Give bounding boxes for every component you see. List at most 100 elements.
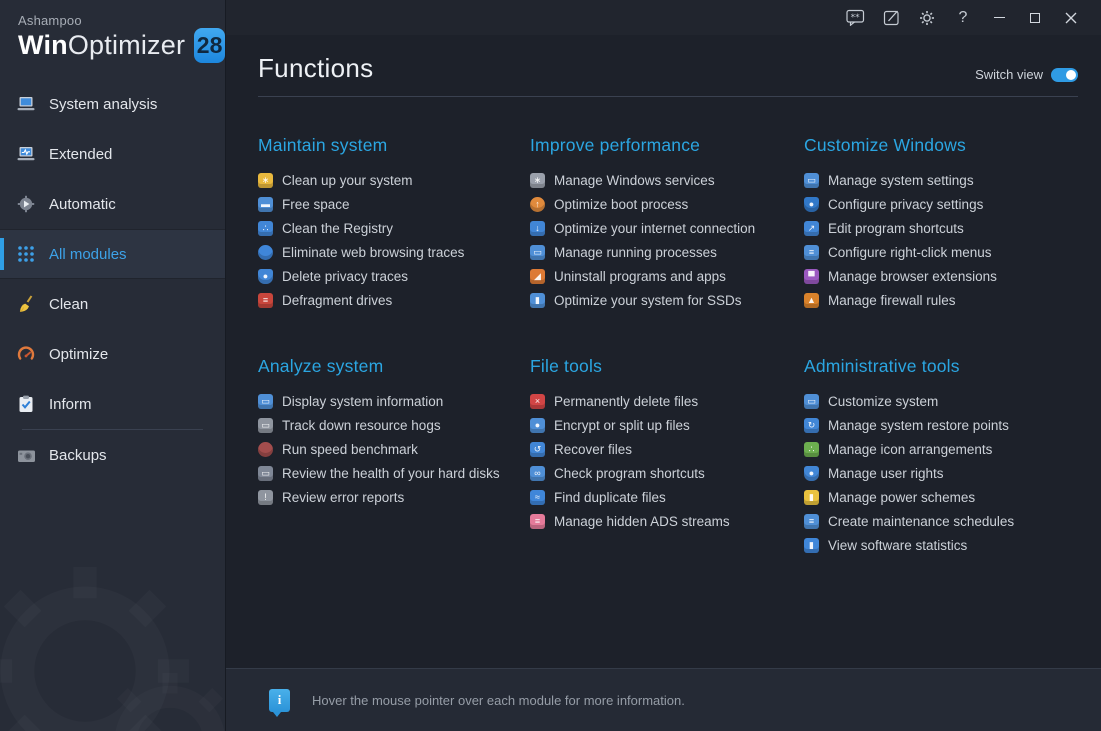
sidebar-item-label: System analysis — [49, 95, 158, 113]
module-label: Clean up your system — [282, 172, 413, 188]
module-label: Recover files — [554, 441, 633, 457]
module-manage-browser-extensions[interactable]: ▀Manage browser extensions — [804, 264, 1078, 288]
module-label: Manage power schemes — [828, 489, 976, 505]
power-battery-icon: ▮ — [804, 489, 819, 505]
close-button[interactable] — [1053, 4, 1089, 32]
feedback-icon[interactable]: ** — [837, 4, 873, 32]
ssd-icon: ▮ — [530, 292, 545, 308]
context-menu-icon: ≡ — [804, 244, 819, 260]
module-manage-power-schemes[interactable]: ▮ Manage power schemes — [804, 485, 1078, 509]
module-review-the-health-of-your-hard-disks[interactable]: ▭Review the health of your hard disks — [258, 461, 530, 485]
module-configure-privacy-settings[interactable]: ● Configure privacy settings — [804, 192, 1078, 216]
module-run-speed-benchmark[interactable]: Run speed benchmark — [258, 437, 530, 461]
sidebar-item-optimize[interactable]: Optimize — [0, 329, 225, 379]
module-optimize-your-system-for-ssds[interactable]: ▮ Optimize your system for SSDs — [530, 288, 804, 312]
module-manage-user-rights[interactable]: ●Manage user rights — [804, 461, 1078, 485]
module-permanently-delete-files[interactable]: ×Permanently delete files — [530, 389, 804, 413]
gear-watermark-small — [85, 656, 225, 731]
module-manage-system-restore-points[interactable]: ↻Manage system restore points — [804, 413, 1078, 437]
module-manage-system-settings[interactable]: ▭Manage system settings — [804, 168, 1078, 192]
module-optimize-your-internet-connection[interactable]: ↓Optimize your internet connection — [530, 216, 804, 240]
group-analyze-system: Analyze system▭Display system informatio… — [258, 356, 530, 557]
page-header: Functions Switch view — [258, 35, 1078, 97]
module-manage-windows-services[interactable]: ∗Manage Windows services — [530, 168, 804, 192]
extended-analysis-icon — [15, 144, 37, 164]
group-administrative-tools: Administrative tools ▭Customize system↻Ma… — [804, 356, 1078, 557]
module-label: Manage Windows services — [554, 172, 715, 188]
module-manage-icon-arrangements[interactable]: ∴Manage icon arrangements — [804, 437, 1078, 461]
sidebar-item-label: Extended — [49, 145, 113, 163]
sidebar-item-system-analysis[interactable]: System analysis — [0, 79, 225, 129]
help-icon[interactable]: ? — [958, 8, 968, 26]
module-manage-hidden-ads-streams[interactable]: ≡Manage hidden ADS streams — [530, 509, 804, 533]
module-clean-the-registry[interactable]: ∴Clean the Registry — [258, 216, 530, 240]
module-recover-files[interactable]: ↺Recover files — [530, 437, 804, 461]
module-label: Configure privacy settings — [828, 196, 984, 212]
tweaking-icon: ▭ — [804, 393, 819, 409]
switch-view-label: Switch view — [975, 67, 1043, 82]
toggle-knob — [1066, 69, 1076, 80]
sidebar-item-all-modules[interactable]: All modules — [0, 229, 225, 279]
module-delete-privacy-traces[interactable]: ●Delete privacy traces — [258, 264, 530, 288]
module-view-software-statistics[interactable]: ▮View software statistics — [804, 533, 1078, 557]
switch-view-control: Switch view — [975, 67, 1078, 82]
module-label: Manage hidden ADS streams — [554, 513, 730, 529]
disk-health-icon: ▭ — [258, 465, 273, 481]
version-badge: 28 — [194, 28, 225, 63]
optimize-icon — [15, 344, 37, 364]
switch-view-toggle[interactable] — [1051, 67, 1078, 82]
firewall-icon: ▲ — [804, 292, 819, 308]
module-label: Encrypt or split up files — [554, 417, 690, 433]
defragment-icon: ≡ — [258, 292, 273, 308]
svg-text:**: ** — [850, 13, 860, 23]
sidebar-item-extended[interactable]: Extended — [0, 129, 225, 179]
module-defragment-drives[interactable]: ≡Defragment drives — [258, 288, 530, 312]
module-edit-program-shortcuts[interactable]: ↗ Edit program shortcuts — [804, 216, 1078, 240]
browser-extension-icon: ▀ — [804, 268, 819, 284]
module-encrypt-or-split-up-files[interactable]: ● Encrypt or split up files — [530, 413, 804, 437]
boot-up-icon: ↑ — [530, 196, 545, 212]
shortcut-file-icon: ↗ — [804, 220, 819, 236]
globe-icon — [258, 244, 273, 260]
module-check-program-shortcuts[interactable]: ∞Check program shortcuts — [530, 461, 804, 485]
module-label: Optimize your system for SSDs — [554, 292, 742, 308]
notes-icon[interactable] — [873, 4, 909, 32]
sidebar-item-automatic[interactable]: Automatic — [0, 179, 225, 229]
sidebar-item-inform[interactable]: Inform — [0, 379, 225, 429]
module-find-duplicate-files[interactable]: ≈Find duplicate files — [530, 485, 804, 509]
module-label: Permanently delete files — [554, 393, 699, 409]
sidebar-item-backups[interactable]: Backups — [0, 430, 225, 480]
group-title: Administrative tools — [804, 356, 960, 376]
maximize-button[interactable] — [1017, 4, 1053, 32]
minimize-button[interactable] — [981, 4, 1017, 32]
module-customize-system[interactable]: ▭Customize system — [804, 389, 1078, 413]
footer-bar: i Hover the mouse pointer over each modu… — [226, 668, 1101, 731]
module-review-error-reports[interactable]: ! Review error reports — [258, 485, 530, 509]
logo-company: Ashampoo — [18, 13, 82, 28]
module-label: Configure right-click menus — [828, 244, 992, 260]
module-label: Edit program shortcuts — [828, 220, 964, 236]
module-label: Manage system settings — [828, 172, 974, 188]
error-reports-icon: ! — [258, 489, 273, 505]
module-label: Run speed benchmark — [282, 441, 418, 457]
file-encrypt-icon: ● — [530, 417, 545, 433]
titlebar: **? — [226, 0, 1101, 35]
sidebar-item-clean[interactable]: Clean — [0, 279, 225, 329]
module-optimize-boot-process[interactable]: ↑Optimize boot process — [530, 192, 804, 216]
module-manage-running-processes[interactable]: ▭Manage running processes — [530, 240, 804, 264]
module-label: Review error reports — [282, 489, 405, 505]
module-eliminate-web-browsing-traces[interactable]: Eliminate web browsing traces — [258, 240, 530, 264]
module-track-down-resource-hogs[interactable]: ▭Track down resource hogs — [258, 413, 530, 437]
module-configure-right-click-menus[interactable]: ≡ Configure right-click menus — [804, 240, 1078, 264]
inform-icon — [15, 394, 37, 414]
system-information-icon: ▭ — [258, 393, 273, 409]
settings-icon[interactable] — [909, 4, 945, 32]
module-free-space[interactable]: ▬Free space — [258, 192, 530, 216]
module-clean-up-your-system[interactable]: ∗Clean up your system — [258, 168, 530, 192]
module-uninstall-programs-and-apps[interactable]: ◢Uninstall programs and apps — [530, 264, 804, 288]
module-label: Create maintenance schedules — [828, 513, 1015, 529]
module-display-system-information[interactable]: ▭Display system information — [258, 389, 530, 413]
module-create-maintenance-schedules[interactable]: ≡Create maintenance schedules — [804, 509, 1078, 533]
privacy-settings-shield-icon: ● — [804, 196, 819, 212]
module-manage-firewall-rules[interactable]: ▲Manage firewall rules — [804, 288, 1078, 312]
